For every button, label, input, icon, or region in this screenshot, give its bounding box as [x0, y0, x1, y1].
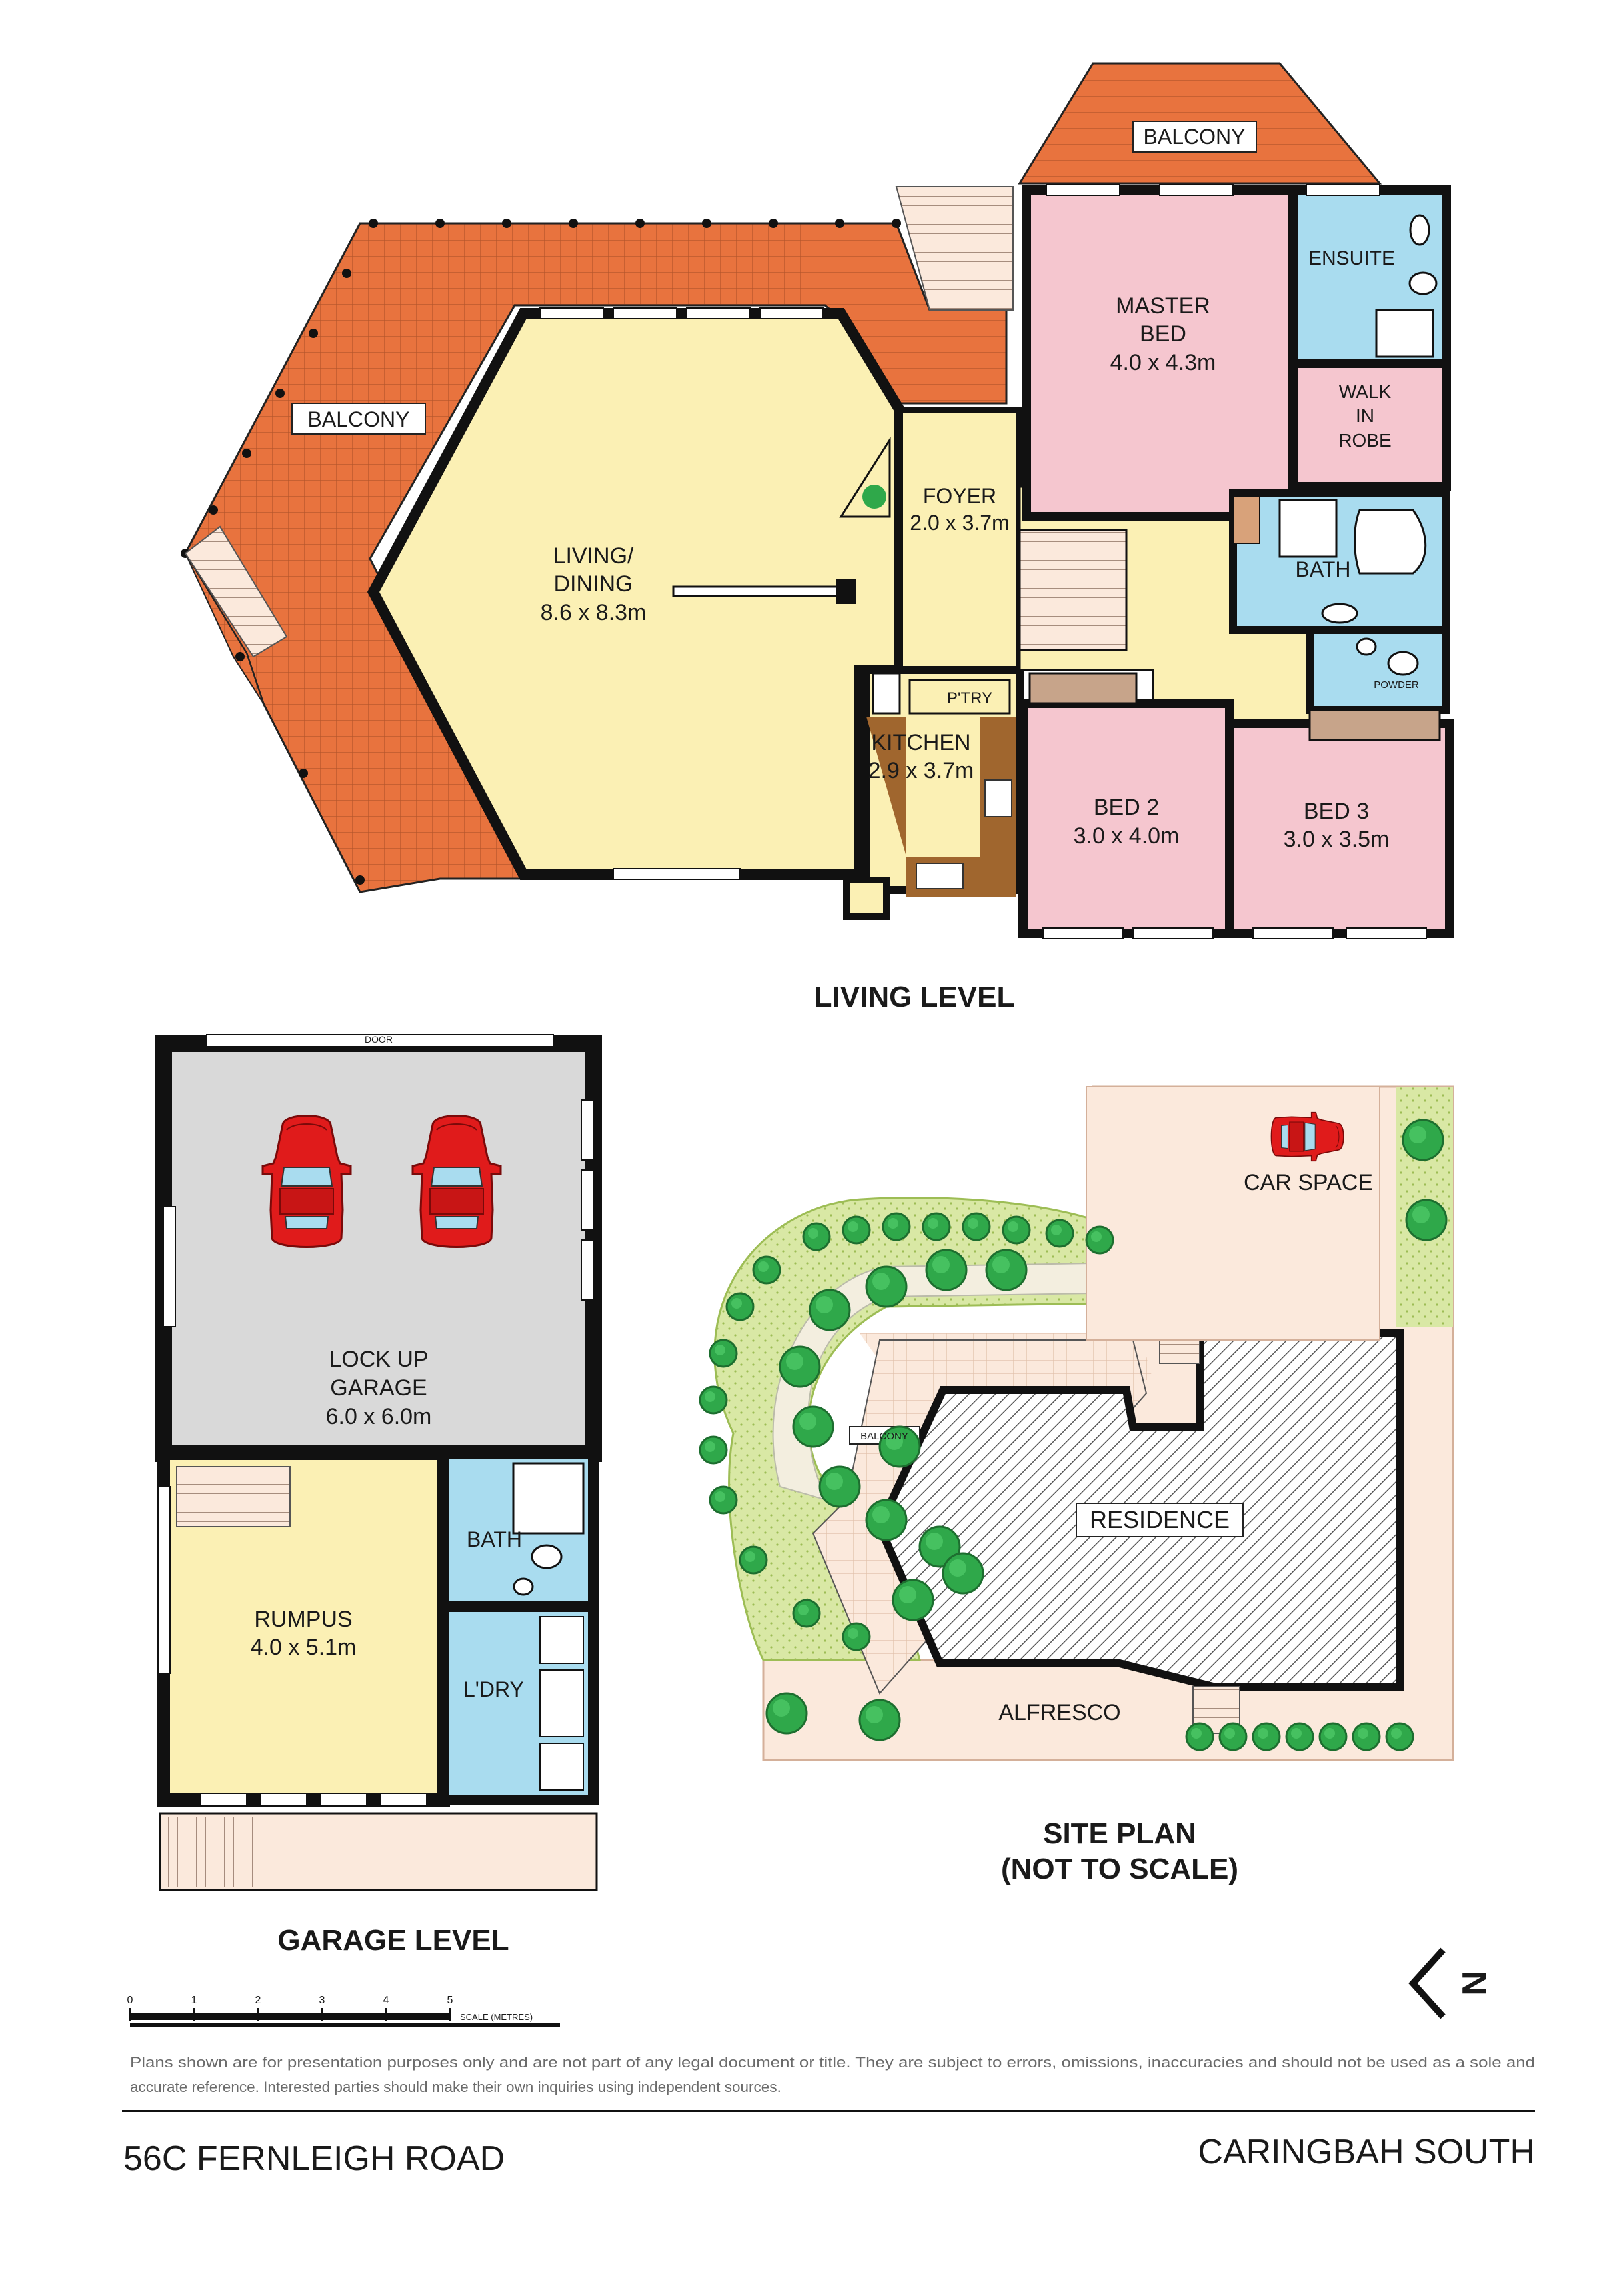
- rumpus-name: RUMPUS: [254, 1607, 352, 1632]
- site-plan: CAR SPACE RESIDENCE BALCONY ALFRESCO SIT…: [699, 1085, 1454, 1885]
- bed-2-room: [1018, 699, 1234, 938]
- site-plan-heading-2: (NOT TO SCALE): [1001, 1853, 1238, 1885]
- north-arrow-icon: N: [1408, 1947, 1494, 2019]
- balcony-main-label: BALCONY: [308, 407, 410, 431]
- foyer-dims: 2.0 x 3.7m: [910, 511, 1009, 535]
- living-name-2: DINING: [554, 571, 633, 597]
- alfresco-label: ALFRESCO: [998, 1700, 1120, 1725]
- laundry-name: L'DRY: [463, 1677, 524, 1701]
- compass-letter: N: [1456, 1971, 1494, 1996]
- footer-divider: [122, 2110, 1535, 2112]
- car-space-label: CAR SPACE: [1244, 1170, 1373, 1195]
- disclaimer-line-2: accurate reference. Interested parties s…: [130, 2079, 781, 2095]
- garage-name-1: LOCK UP: [329, 1347, 428, 1372]
- bed-2-name: BED 2: [1094, 795, 1159, 820]
- powder-name: POWDER: [1374, 679, 1419, 691]
- garage-level: DOOR LOCK UP GARAGE 6.0 x 6.0m RUMPUS 4.…: [155, 1034, 602, 1957]
- master-name-2: BED: [1140, 321, 1186, 347]
- master-name-1: MASTER: [1116, 293, 1210, 319]
- garage-door-label: DOOR: [365, 1034, 393, 1045]
- rumpus-dims: 4.0 x 5.1m: [251, 1635, 357, 1660]
- robe-name-3: ROBE: [1338, 430, 1391, 451]
- robe-name-1: WALK: [1339, 381, 1392, 402]
- living-dims: 8.6 x 8.3m: [541, 600, 647, 625]
- bed-3-dims: 3.0 x 3.5m: [1284, 827, 1390, 852]
- bath-name: BATH: [1296, 557, 1351, 581]
- garage-bath-name: BATH: [467, 1527, 522, 1551]
- living-level-heading: LIVING LEVEL: [814, 981, 1015, 1013]
- footer-address: 56C FERNLEIGH ROAD: [123, 2139, 505, 2178]
- living-name-1: LIVING/: [553, 543, 634, 569]
- balcony-railing: [181, 219, 901, 885]
- bed-2-dims: 3.0 x 4.0m: [1074, 823, 1180, 849]
- scale-tick-5: 5: [447, 1995, 453, 2006]
- ensuite-name: ENSUITE: [1308, 247, 1395, 269]
- scale-tick-1: 1: [191, 1995, 197, 2006]
- bed-3-name: BED 3: [1304, 799, 1369, 824]
- garage-name-2: GARAGE: [330, 1375, 427, 1401]
- living-level: BALCONY BALCONY LIVING/ DINING 8.6 x 8.3…: [181, 62, 1454, 1013]
- site-balcony-label: BALCONY: [860, 1431, 908, 1442]
- scale-tick-0: 0: [127, 1995, 133, 2006]
- kitchen-name: KITCHEN: [871, 730, 970, 755]
- site-plan-heading-1: SITE PLAN: [1043, 1817, 1196, 1850]
- scale-tick-2: 2: [255, 1995, 261, 2006]
- foyer-name: FOYER: [923, 484, 996, 508]
- living-dining-room: [367, 308, 905, 880]
- master-dims: 4.0 x 4.3m: [1110, 350, 1216, 375]
- scale-bar: 0 1 2 3 4 5 SCALE (METRES): [127, 1995, 560, 2027]
- disclaimer-line-1: Plans shown are for presentation purpose…: [130, 2054, 1535, 2071]
- balcony-top-label: BALCONY: [1144, 125, 1246, 149]
- scale-label: SCALE (METRES): [460, 2012, 533, 2022]
- pantry-name: P'TRY: [947, 689, 992, 707]
- footer-suburb: CARINGBAH SOUTH: [1198, 2133, 1535, 2171]
- master-bed-room: [1022, 185, 1298, 521]
- scale-tick-3: 3: [319, 1995, 325, 2006]
- residence-label: RESIDENCE: [1090, 1506, 1230, 1533]
- robe-name-2: IN: [1356, 405, 1374, 426]
- garage-level-heading: GARAGE LEVEL: [277, 1924, 509, 1957]
- kitchen-dims: 2.9 x 3.7m: [868, 758, 974, 783]
- foyer-room: [896, 407, 1023, 673]
- garage-dims: 6.0 x 6.0m: [326, 1404, 432, 1429]
- bed-3-room: [1225, 719, 1454, 938]
- scale-tick-4: 4: [383, 1995, 389, 2006]
